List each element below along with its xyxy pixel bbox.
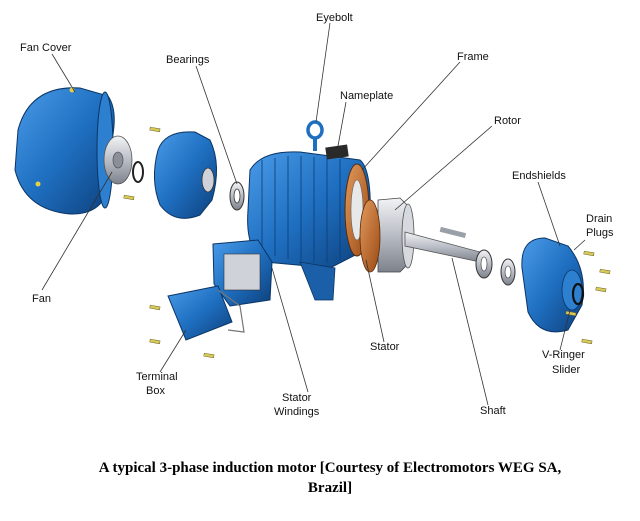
- terminal-box-lid: [167, 285, 245, 341]
- label-endshields: Endshields: [512, 170, 566, 182]
- nameplate: [325, 144, 349, 160]
- label-frame: Frame: [457, 51, 489, 63]
- label-terminal-box-line1: Terminal: [136, 371, 178, 383]
- leader-lines: [41, 22, 586, 406]
- front-endshield: [521, 237, 585, 333]
- label-drain-plugs-line1: Drain: [586, 213, 612, 225]
- shaft: [404, 226, 481, 263]
- label-eyebolt: Eyebolt: [316, 12, 353, 24]
- caption-line-2: Brazil]: [307, 480, 353, 496]
- label-fan: Fan: [32, 293, 51, 305]
- label-stator-windings-line1: Stator: [282, 392, 312, 404]
- rear-bearing: [229, 181, 245, 211]
- fan-cover: [14, 87, 115, 215]
- label-nameplate: Nameplate: [340, 90, 393, 102]
- label-fan-cover: Fan Cover: [20, 42, 72, 54]
- label-terminal-box-line2: Box: [146, 385, 165, 397]
- label-rotor: Rotor: [494, 115, 521, 127]
- terminal-box: [212, 239, 273, 307]
- label-stator-windings-line2: Windings: [274, 406, 320, 418]
- rotor: [359, 197, 415, 273]
- fan: [103, 135, 144, 185]
- label-shaft: Shaft: [480, 405, 506, 417]
- frame: [247, 151, 371, 301]
- front-bearing: [475, 249, 516, 286]
- caption-line-1: A typical 3-phase induction motor [Court…: [98, 460, 562, 476]
- screws: [123, 126, 611, 359]
- figure-caption: A typical 3-phase induction motor [Court…: [40, 458, 620, 498]
- label-stator: Stator: [370, 341, 400, 353]
- label-drain-plugs-line2: Plugs: [586, 227, 614, 239]
- eyebolt: [306, 120, 324, 151]
- label-v-ringer-slider-line2: Slider: [552, 364, 580, 376]
- label-v-ringer-slider-line1: V-Ringer: [542, 349, 585, 361]
- rear-endshield: [154, 131, 217, 219]
- label-bearings: Bearings: [166, 54, 210, 66]
